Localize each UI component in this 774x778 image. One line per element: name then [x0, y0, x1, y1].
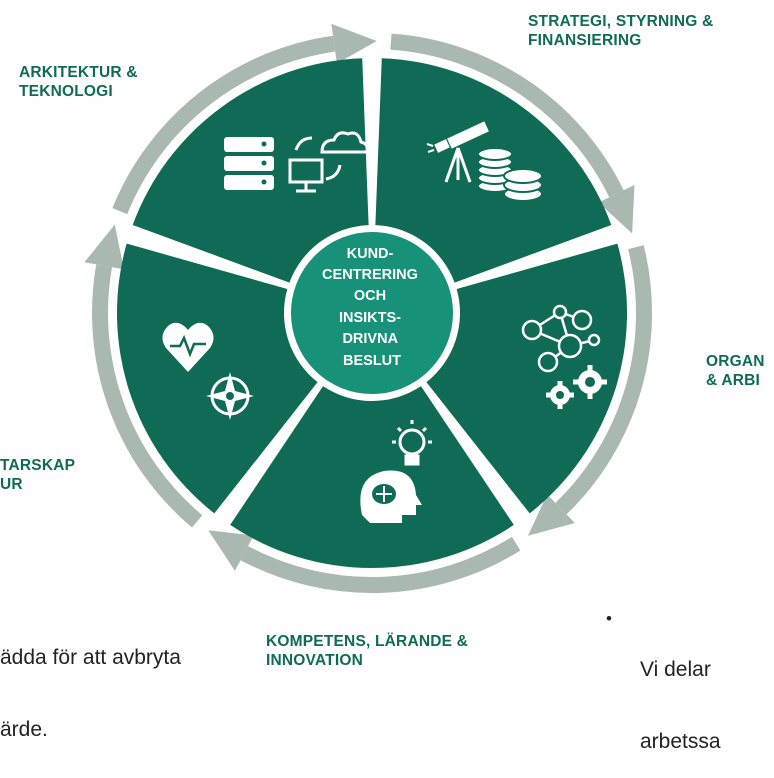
label-architecture: ARKITEKTUR & TEKNOLOGI	[19, 63, 138, 101]
segment-leadership	[117, 243, 318, 514]
center-line: DRIVNA	[342, 331, 398, 347]
center-text: KUND- CENTRERING OCH INSIKTS- DRIVNA BES…	[322, 246, 422, 369]
database-icon	[224, 137, 274, 190]
label-line: TARSKAP	[0, 457, 76, 474]
cycle-arrow-arc	[390, 33, 624, 198]
body-line: arbetssa	[640, 730, 721, 753]
gears-icon	[546, 365, 607, 409]
brain-head-icon	[360, 470, 422, 523]
label-competence: KOMPETENS, LÄRANDE & INNOVATION	[266, 632, 468, 670]
cycle-arrow-arc	[92, 264, 203, 528]
heart-pulse-icon	[162, 322, 214, 372]
body-text-left: ädda för att avbryta ärde.	[0, 598, 181, 766]
body-line: ädda för att avbryta	[0, 646, 181, 669]
center-line: BESLUT	[343, 353, 401, 369]
label-line: KOMPETENS, LÄRANDE &	[266, 633, 469, 650]
body-line: ärde.	[0, 718, 48, 741]
label-line: TEKNOLOGI	[19, 83, 113, 100]
center-line: CENTRERING	[322, 267, 418, 283]
bullet-marker: •	[606, 609, 612, 628]
cycle-arrow-arc	[555, 245, 652, 515]
segment-organization	[426, 243, 628, 514]
network-people-icon	[521, 304, 601, 373]
lightbulb-icon	[392, 420, 432, 466]
cycle-arrow-head	[598, 184, 635, 234]
body-line: Vi delar	[640, 658, 711, 681]
body-text-right: Vi delar arbetssa	[640, 610, 721, 778]
cycle-arrow-arc	[240, 536, 521, 593]
cloud-sync-icon	[288, 131, 369, 193]
label-line: UR	[0, 476, 23, 493]
center-line: OCH	[354, 288, 386, 304]
telescope-icon	[426, 121, 489, 183]
cycle-arrow-head	[208, 530, 254, 571]
label-line: INNOVATION	[266, 652, 364, 669]
label-line: ORGAN	[706, 353, 765, 370]
label-strategy: STRATEGI, STYRNING & FINANSIERING	[528, 12, 713, 50]
strategy-wheel-diagram: KUND- CENTRERING OCH INSIKTS- DRIVNA BES…	[84, 23, 652, 593]
cycle-arrows	[84, 23, 652, 593]
label-line: STRATEGI, STYRNING &	[528, 13, 714, 30]
cycle-arrow-head	[331, 23, 377, 64]
label-line: ARKITEKTUR &	[19, 64, 138, 81]
coins-icon	[477, 147, 543, 202]
compass-icon	[206, 372, 254, 420]
cycle-arrow-head	[528, 494, 575, 536]
label-line: FINANSIERING	[528, 32, 642, 49]
center-line: KUND-	[347, 246, 394, 262]
center-circle	[287, 228, 457, 398]
cycle-arrow-arc	[112, 35, 336, 215]
label-organization: ORGAN & ARBI	[706, 352, 765, 390]
center-line: INSIKTS-	[339, 310, 401, 326]
label-line: & ARBI	[706, 372, 761, 389]
label-leadership: TARSKAP UR	[0, 456, 75, 494]
cycle-arrow-head	[84, 224, 124, 270]
